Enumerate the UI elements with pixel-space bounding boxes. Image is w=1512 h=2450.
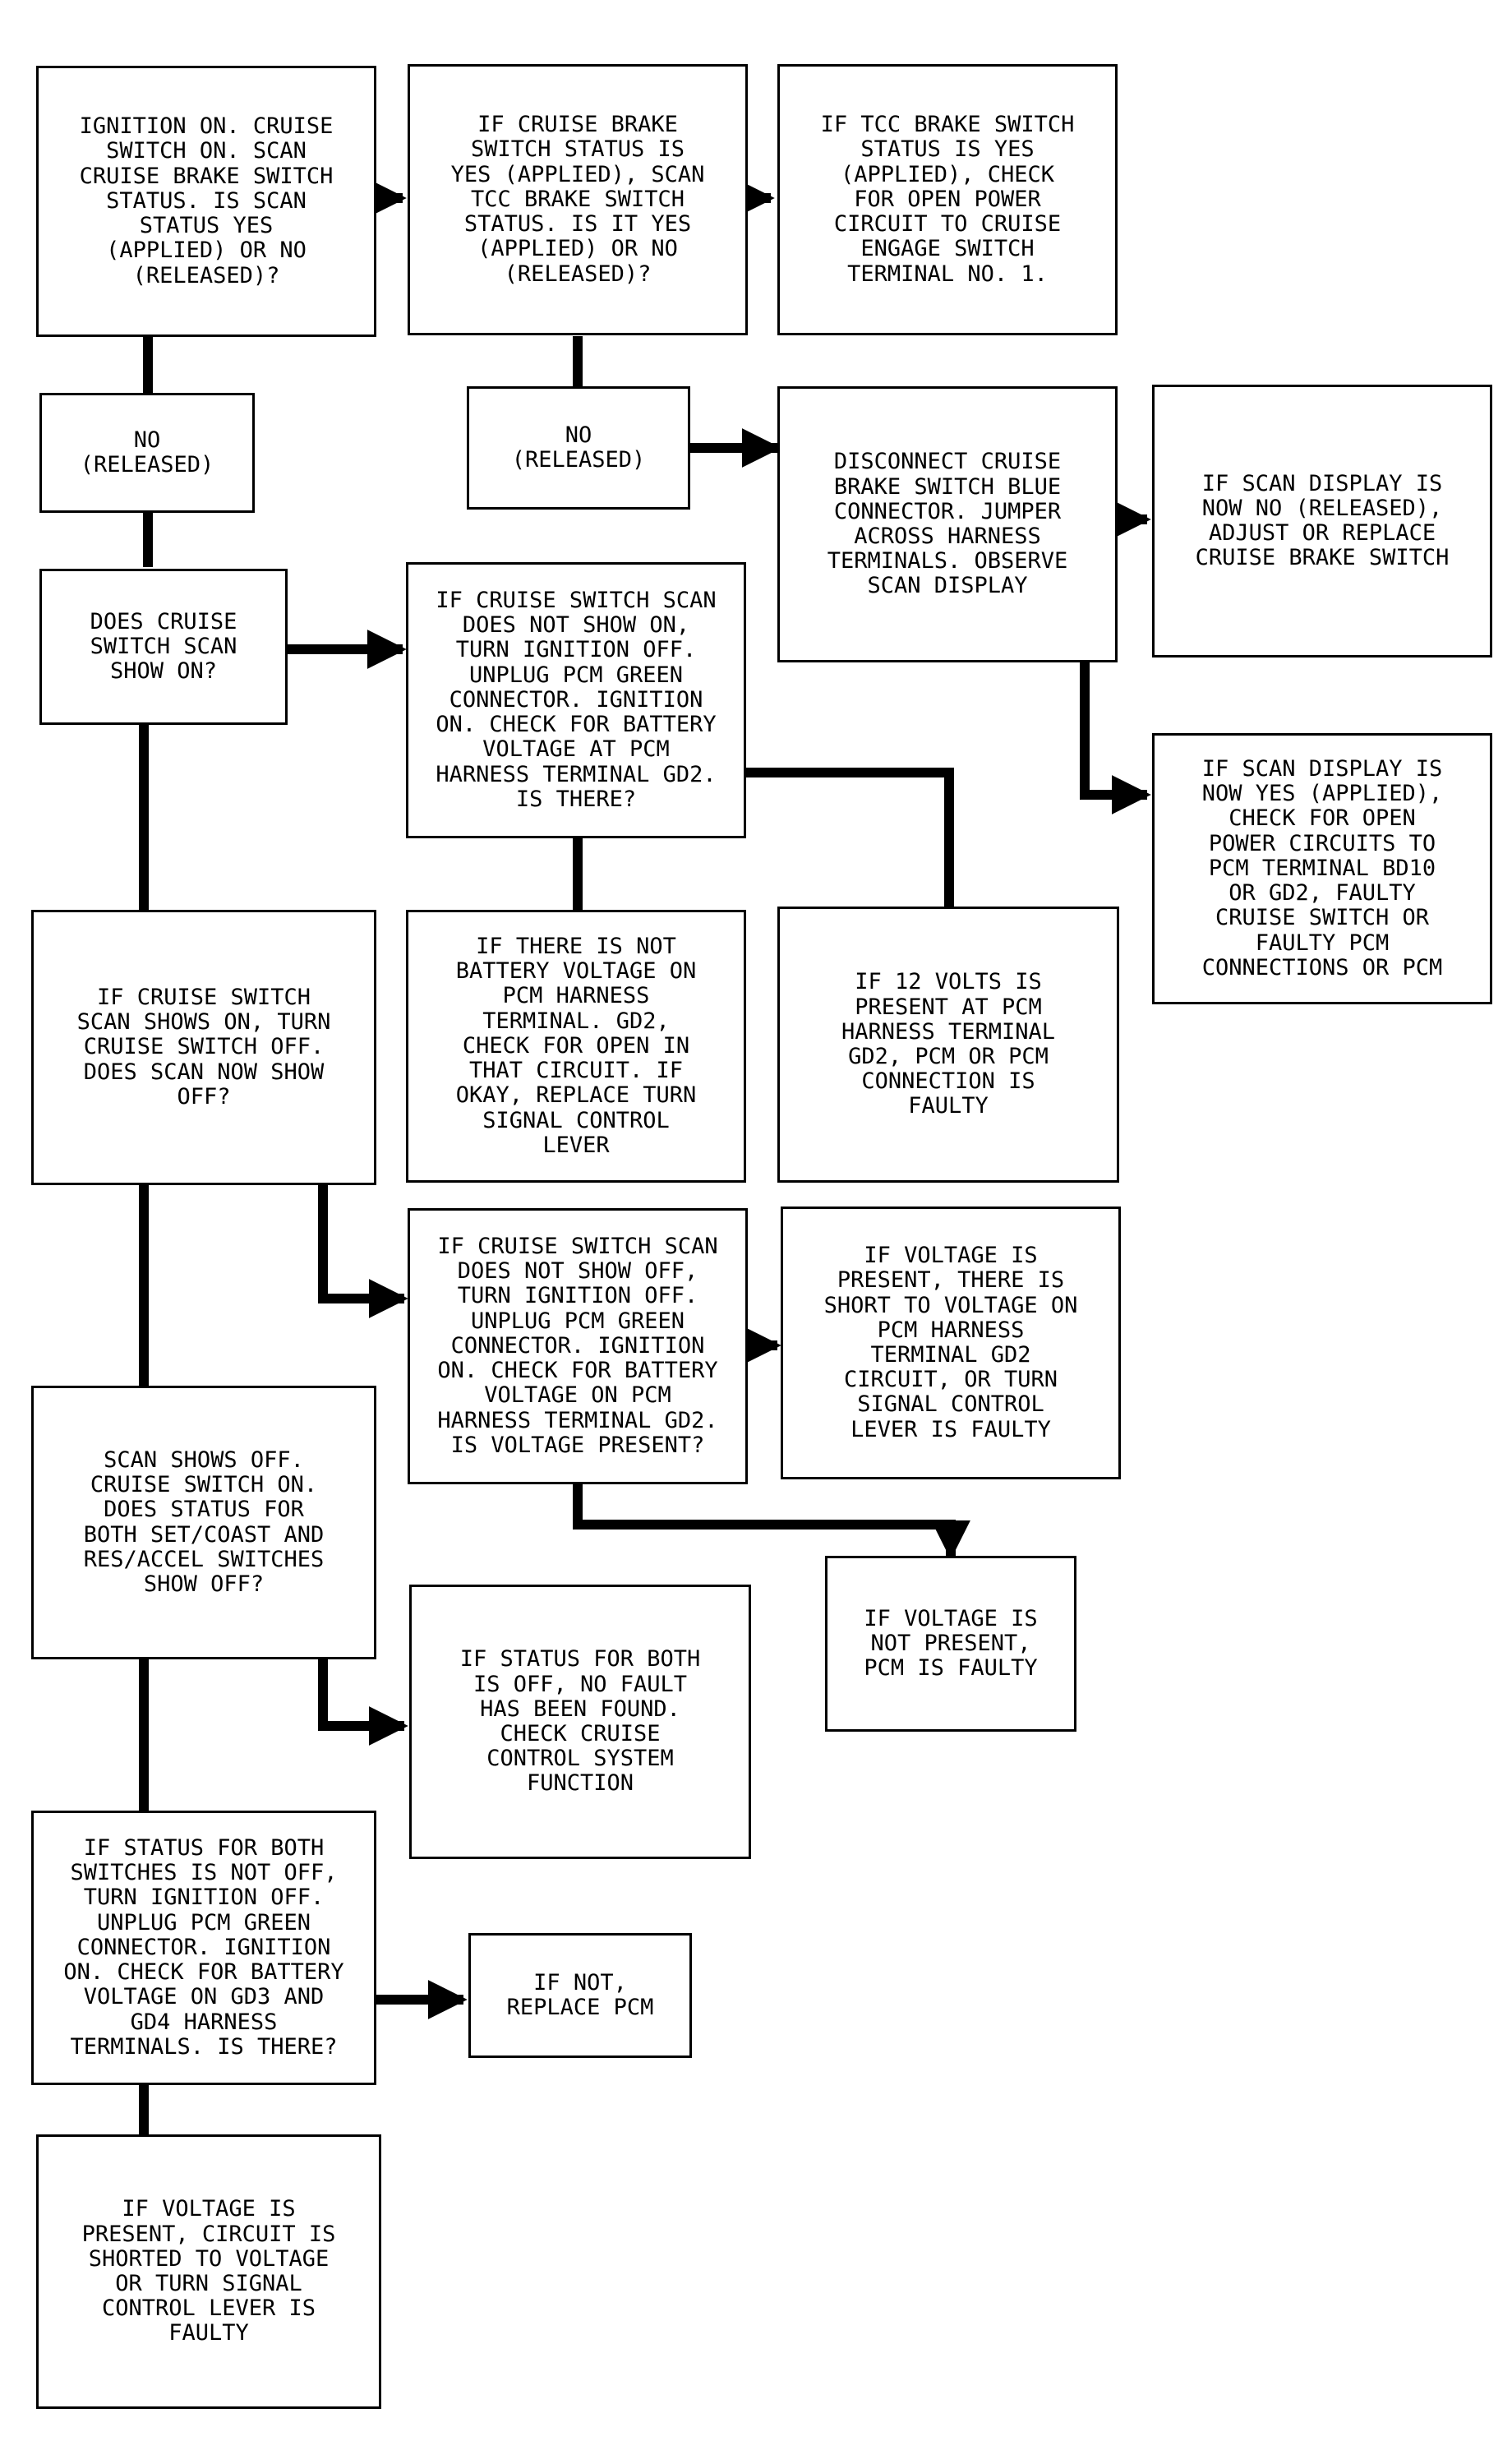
node-cruise-scan-shows-on: IF CRUISE SWITCH SCAN SHOWS ON, TURN CRU… xyxy=(31,910,376,1185)
node-if-not-replace-pcm: IF NOT, REPLACE PCM xyxy=(468,1933,692,2058)
node-no-battery-voltage: IF THERE IS NOT BATTERY VOLTAGE ON PCM H… xyxy=(406,910,746,1183)
line-not-show-on-to-twelve-volts xyxy=(746,768,954,910)
node-disconnect-cruise-brake: DISCONNECT CRUISE BRAKE SWITCH BLUE CONN… xyxy=(777,386,1118,662)
node-status-not-off: IF STATUS FOR BOTH SWITCHES IS NOT OFF, … xyxy=(31,1811,376,2085)
node-if-cruise-brake-applied: IF CRUISE BRAKE SWITCH STATUS IS YES (AP… xyxy=(408,64,748,335)
node-no-released-left: NO (RELEASED) xyxy=(39,393,255,513)
node-cruise-not-show-off: IF CRUISE SWITCH SCAN DOES NOT SHOW OFF,… xyxy=(408,1208,748,1484)
node-scan-display-yes: IF SCAN DISPLAY IS NOW YES (APPLIED), CH… xyxy=(1152,733,1492,1004)
arrow-scan-off-to-status-off xyxy=(318,1658,408,1746)
node-voltage-present-shorted: IF VOLTAGE IS PRESENT, CIRCUIT IS SHORTE… xyxy=(36,2134,381,2409)
arrow-disconnect-to-scan-yes xyxy=(1080,661,1151,814)
arrow-not-show-off-to-volt-not xyxy=(573,1483,970,1560)
node-ignition-on: IGNITION ON. CRUISE SWITCH ON. SCAN CRUI… xyxy=(36,66,376,337)
node-12-volts-present: IF 12 VOLTS IS PRESENT AT PCM HARNESS TE… xyxy=(777,907,1119,1183)
arrow-shows-on-to-not-show-off xyxy=(318,1183,408,1318)
node-scan-display-no: IF SCAN DISPLAY IS NOW NO (RELEASED), AD… xyxy=(1152,385,1492,657)
node-cruise-not-show-on: IF CRUISE SWITCH SCAN DOES NOT SHOW ON, … xyxy=(406,562,746,838)
node-voltage-short: IF VOLTAGE IS PRESENT, THERE IS SHORT TO… xyxy=(781,1207,1121,1479)
node-scan-shows-off: SCAN SHOWS OFF. CRUISE SWITCH ON. DOES S… xyxy=(31,1386,376,1659)
node-does-cruise-scan-show-on: DOES CRUISE SWITCH SCAN SHOW ON? xyxy=(39,569,288,725)
node-voltage-not-present: IF VOLTAGE IS NOT PRESENT, PCM IS FAULTY xyxy=(825,1556,1076,1732)
node-status-both-off: IF STATUS FOR BOTH IS OFF, NO FAULT HAS … xyxy=(409,1585,751,1859)
node-if-tcc-applied: IF TCC BRAKE SWITCH STATUS IS YES (APPLI… xyxy=(777,64,1118,335)
node-no-released-middle: NO (RELEASED) xyxy=(467,386,690,510)
